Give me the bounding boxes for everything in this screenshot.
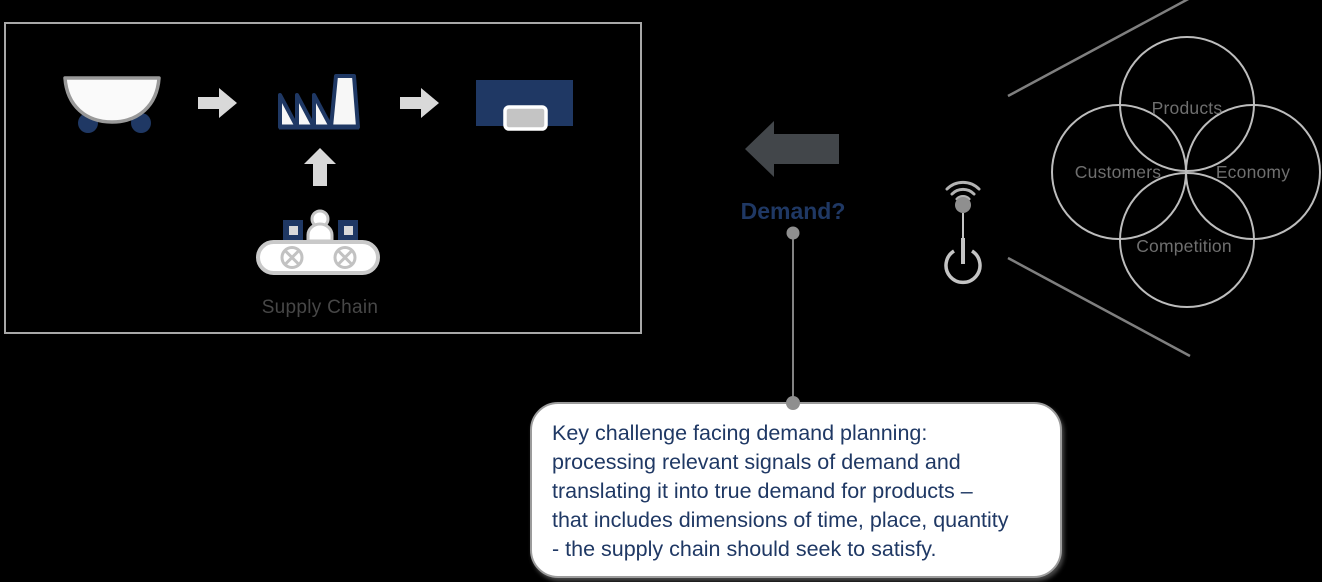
connector-dot-top xyxy=(786,226,800,240)
antenna-signal-icon xyxy=(944,180,982,285)
arrow-right-icon xyxy=(400,88,439,118)
callout-line: that includes dimensions of time, place,… xyxy=(552,508,1009,532)
demand-label: Demand? xyxy=(740,198,846,224)
callout-line: Key challenge facing demand planning: xyxy=(552,421,928,445)
venn-label-economy: Economy xyxy=(1215,162,1291,182)
callout-line: processing relevant signals of demand an… xyxy=(552,450,961,474)
planning-team-conveyor-icon xyxy=(256,209,380,275)
supply-chain-frame xyxy=(4,22,642,334)
callout-line: translating it into true demand for prod… xyxy=(552,479,973,503)
supply-chain-label: Supply Chain xyxy=(261,297,379,318)
factory-icon xyxy=(278,74,360,130)
warehouse-icon xyxy=(476,80,573,131)
arrow-up-icon xyxy=(304,148,336,186)
arrow-left-demand-icon xyxy=(745,121,839,177)
arrow-right-icon xyxy=(198,88,237,118)
key-challenge-callout: Key challenge facing demand planning: pr… xyxy=(530,402,1062,578)
callout-line: - the supply chain should seek to satisf… xyxy=(552,537,937,561)
mining-cart-icon xyxy=(63,76,161,133)
venn-label-products: Products xyxy=(1151,98,1223,118)
venn-label-competition: Competition xyxy=(1136,236,1232,256)
venn-diagram xyxy=(1051,36,1321,308)
venn-label-customers: Customers xyxy=(1074,162,1162,182)
